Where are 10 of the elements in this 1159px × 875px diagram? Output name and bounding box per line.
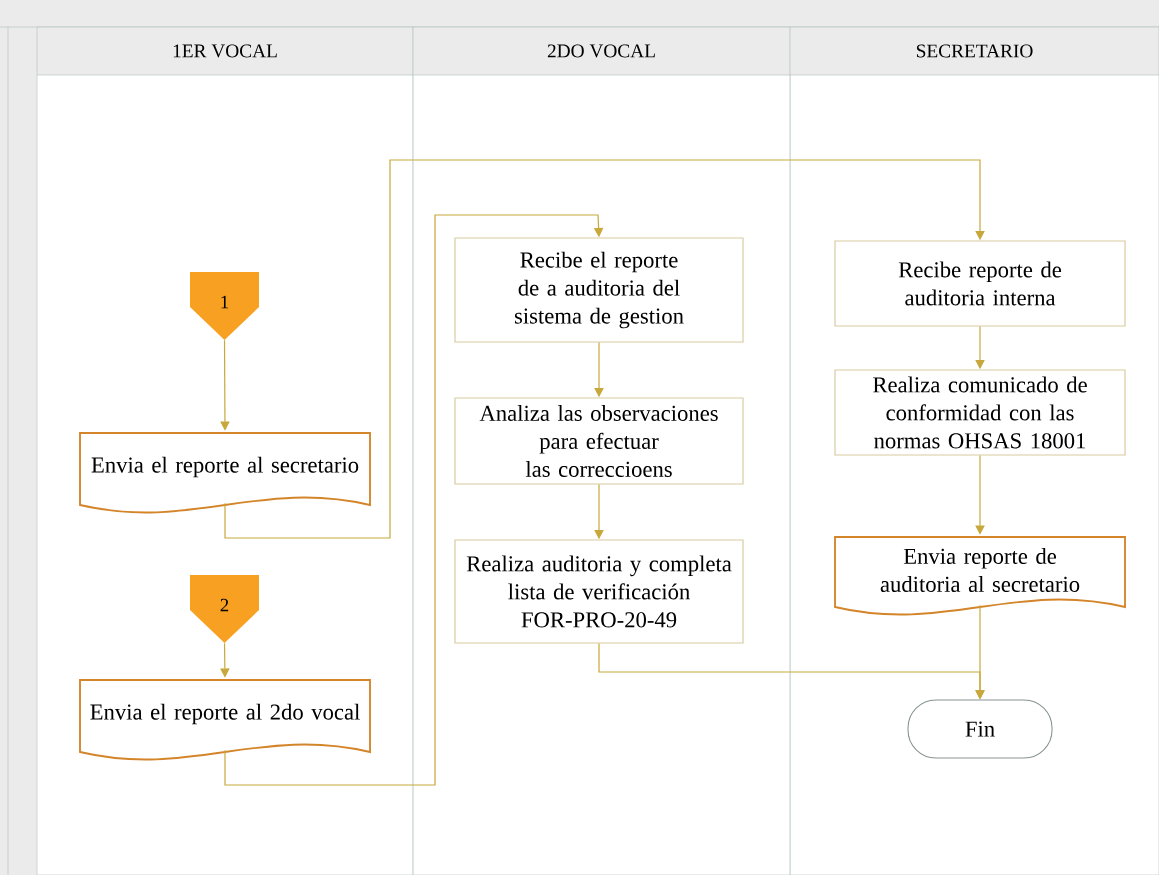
process-box: Realiza auditoria y completa lista de verificación FOR-PRO-20-49 — [454, 539, 744, 644]
process-box: Recibe reporte de auditoria interna — [834, 240, 1126, 327]
arrow — [224, 214, 604, 786]
process-box: Realiza comunicado de conformidad con las normas OHSAS 18001 — [834, 369, 1126, 456]
off-page-connector: 2 — [190, 575, 259, 643]
arrow — [224, 159, 985, 539]
process-box: Analiza las observaciones para efectuar las correccioens — [454, 397, 744, 485]
terminator: Fin — [907, 699, 1053, 759]
off-page-connector: 1 — [190, 272, 259, 340]
process-box: Recibe el reporte de a auditoria del sistema de gestion — [454, 237, 744, 343]
